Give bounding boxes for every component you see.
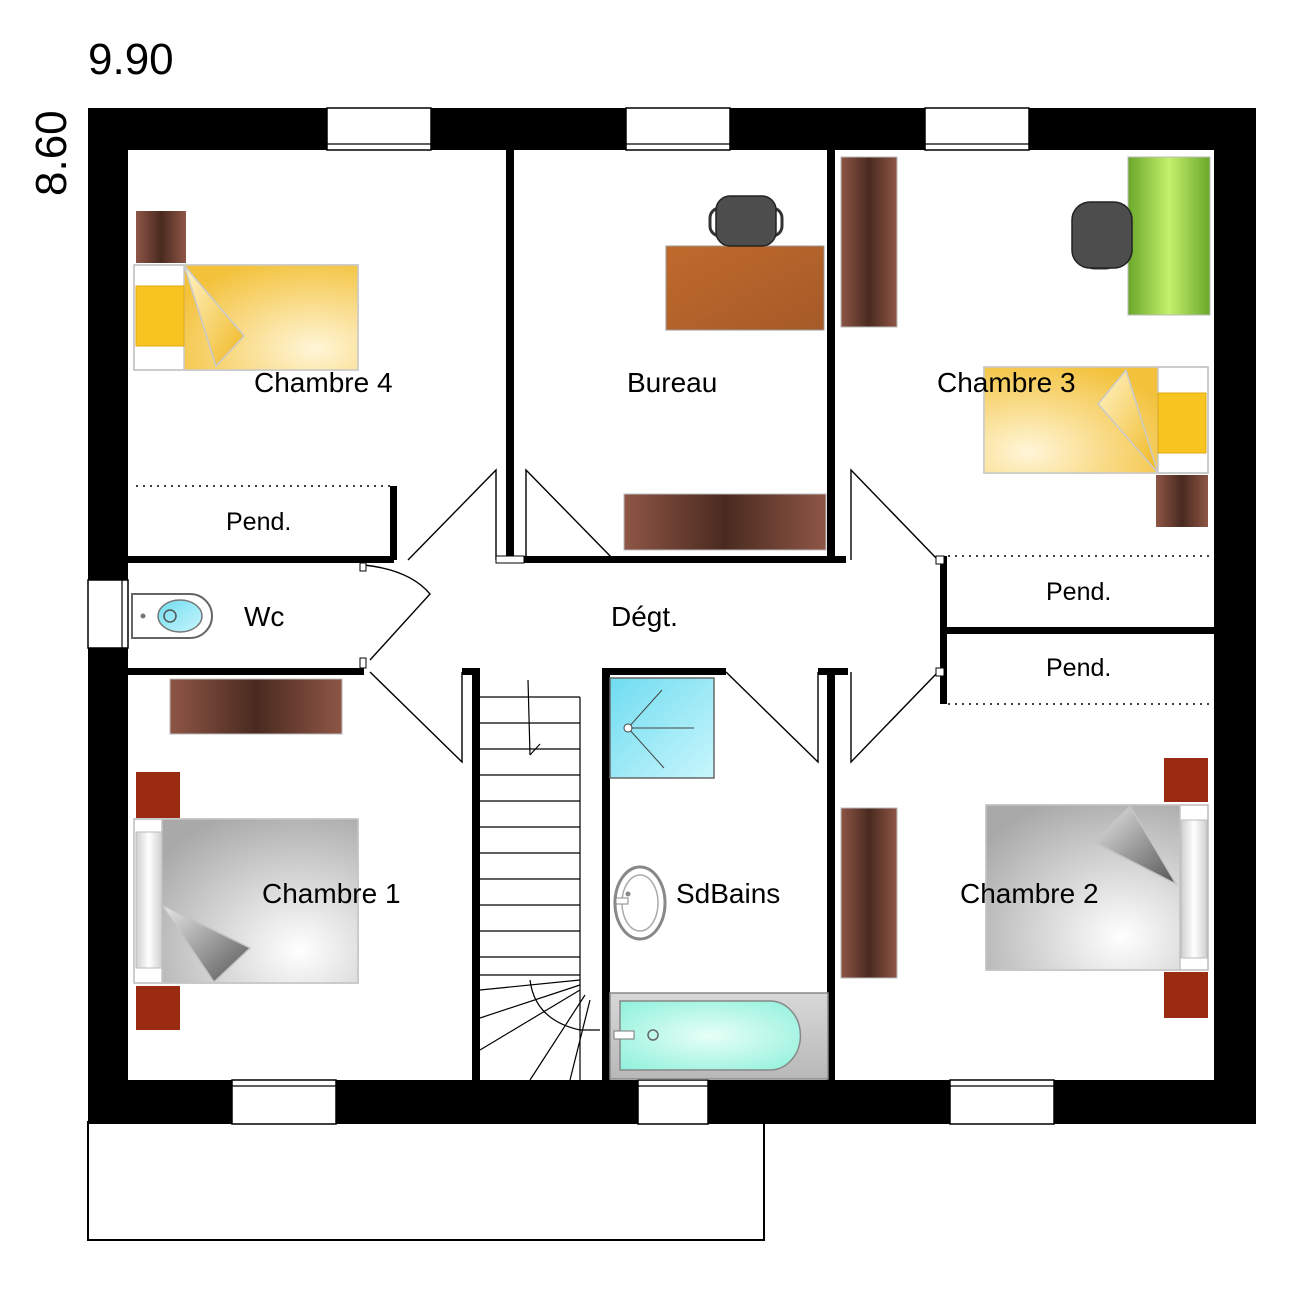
room-label-chambre3: Chambre 3 [937,367,1076,398]
room-label-degagement: Dégt. [611,601,678,632]
duvet-fold [1097,368,1159,474]
windows [87,107,1055,1125]
door-swings [363,468,939,764]
width-dimension: 9.90 [88,35,174,84]
room-label-bureau: Bureau [627,367,717,398]
wardrobe [840,807,898,979]
room-label-wc: Wc [244,601,284,632]
bathroom-fixtures [609,677,829,1080]
duvet-fold [159,903,252,984]
room-label-chambre2: Chambre 2 [960,878,1099,909]
terrace-outline [87,1121,765,1241]
desk [665,245,825,331]
chambre2-furniture [840,758,1209,1018]
nightstand [1156,475,1208,527]
room-label-chambre4: Chambre 4 [254,367,393,398]
nightstand [136,211,186,263]
dresser [169,678,343,735]
bed [161,818,359,984]
closet-label-chambre3: Pend. [1046,578,1111,606]
wardrobe [840,156,898,328]
closet-label-chambre4: Pend. [226,508,291,536]
chair-seat [715,195,777,247]
closet-label-chambre2: Pend. [1046,654,1111,682]
window-sills [121,143,1054,1087]
closet-dotted-lines [136,485,1210,705]
staircase [479,679,600,1081]
room-label-sdbains: SdBains [676,878,780,909]
pillow [1180,819,1208,959]
desk-green [1127,156,1211,316]
room-label-chambre1: Chambre 1 [262,878,401,909]
interior-walls [128,150,1214,1080]
duvet-fold [1092,804,1178,886]
nightstand [136,986,180,1030]
chambre4-furniture [133,211,359,371]
pillow [135,831,163,969]
duvet-fold [183,264,246,368]
nightstand [1164,758,1208,802]
wc-fixture [131,593,213,639]
pillow [135,285,185,347]
bed [985,804,1181,971]
door-jambs [359,555,945,677]
bureau-furniture [623,195,827,551]
cabinet [623,493,827,551]
chambre1-furniture [133,678,359,1030]
nightstand [1164,972,1208,1018]
chambre3-furniture [840,156,1211,527]
nightstand [136,772,180,818]
pillow [1157,392,1207,454]
height-dimension: 8.60 [27,110,76,196]
shower-drain [623,689,694,769]
chair-seat [1071,201,1133,269]
